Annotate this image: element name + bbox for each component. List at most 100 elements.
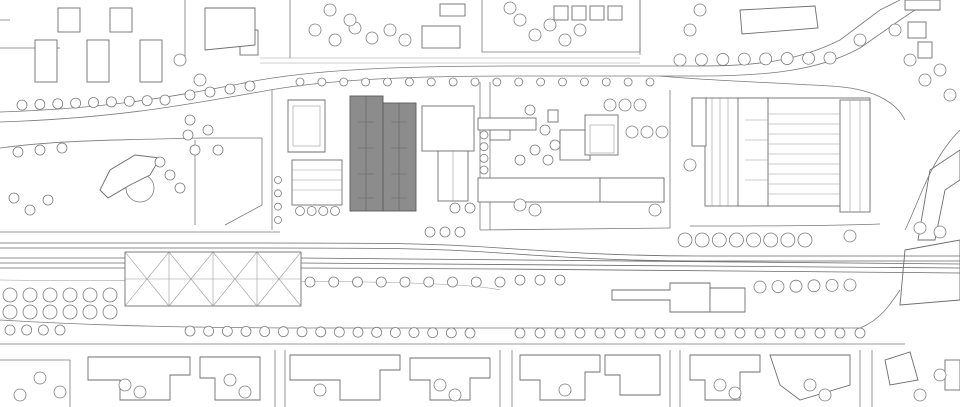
tree-icon xyxy=(42,194,54,206)
tree-icon xyxy=(558,33,572,47)
tree-icon xyxy=(503,1,517,15)
tree-icon xyxy=(479,165,489,175)
tree-icon xyxy=(654,327,666,339)
tree-icon xyxy=(448,77,458,87)
tree-icon xyxy=(33,371,47,385)
tree-icon xyxy=(37,324,49,336)
tree-icon xyxy=(375,276,387,288)
south-blocks xyxy=(0,351,960,407)
north-buildings xyxy=(34,0,941,83)
tree-icon xyxy=(543,18,557,32)
tree-icon xyxy=(389,327,401,338)
tree-icon xyxy=(843,229,857,243)
tree-icon xyxy=(238,385,252,399)
tree-icon xyxy=(371,326,383,338)
tree-icon xyxy=(753,280,767,294)
tree-icon xyxy=(173,53,187,67)
tree-icon xyxy=(274,189,282,198)
tree-icon xyxy=(16,99,28,111)
tree-icon xyxy=(803,378,817,392)
tree-icon xyxy=(834,327,846,339)
tree-icon xyxy=(918,73,932,87)
tree-icon xyxy=(224,83,236,95)
tree-icon xyxy=(133,385,147,399)
tree-icon xyxy=(601,77,611,87)
tree-icon xyxy=(633,98,647,112)
tree-icon xyxy=(313,383,327,397)
tree-icon xyxy=(105,96,117,108)
tree-icon xyxy=(694,232,710,248)
tree-icon xyxy=(789,279,803,293)
tree-icon xyxy=(2,304,18,320)
tree-icon xyxy=(673,53,687,67)
highlighted-building xyxy=(349,95,417,212)
tree-icon xyxy=(295,77,305,87)
tree-icon xyxy=(818,388,832,402)
tree-icon xyxy=(713,378,727,392)
tree-icon xyxy=(404,77,414,87)
tree-icon xyxy=(53,385,67,399)
tree-icon xyxy=(383,23,397,37)
tree-icon xyxy=(102,287,118,303)
tree-icon xyxy=(603,98,617,112)
tree-icon xyxy=(204,86,216,98)
tree-icon xyxy=(774,327,786,339)
tree-icon xyxy=(854,327,866,339)
tree-icon xyxy=(159,94,171,106)
tree-icon xyxy=(22,304,38,320)
tree-icon xyxy=(903,53,917,67)
tree-icon xyxy=(470,77,480,87)
tree-icon xyxy=(8,192,20,204)
tree-icon xyxy=(24,204,36,216)
tree-icon xyxy=(464,327,476,339)
tree-icon xyxy=(737,52,751,66)
tree-icon xyxy=(448,388,462,402)
tree-icon xyxy=(694,327,706,339)
tree-icon xyxy=(573,23,587,37)
tree-icon xyxy=(714,327,726,339)
south-station-buildings xyxy=(611,282,746,313)
tree-icon xyxy=(184,89,196,101)
tree-icon xyxy=(853,33,867,47)
tree-icon xyxy=(439,226,451,238)
tree-icon xyxy=(330,206,340,216)
tree-icon xyxy=(306,206,317,216)
tree-icon xyxy=(645,77,655,87)
tree-icon xyxy=(42,287,58,303)
tree-icon xyxy=(315,326,327,338)
tree-icon xyxy=(4,324,16,336)
tree-icon xyxy=(339,77,349,87)
tree-icon xyxy=(625,125,639,139)
tree-icon xyxy=(361,77,371,87)
tree-icon xyxy=(558,77,567,87)
tree-icon xyxy=(202,124,214,136)
tree-icon xyxy=(82,304,98,320)
tree-icon xyxy=(426,77,436,87)
tree-icon xyxy=(21,324,33,336)
east-buildings xyxy=(899,129,960,306)
tree-icon xyxy=(648,203,662,217)
tree-icon xyxy=(623,77,633,87)
tree-icon xyxy=(513,13,527,27)
tree-icon xyxy=(328,33,342,47)
tree-icon xyxy=(728,386,742,400)
tree-icon xyxy=(479,142,489,152)
station-canopy xyxy=(124,251,302,307)
tree-icon xyxy=(574,327,586,339)
tree-icon xyxy=(193,73,207,87)
tree-icon xyxy=(454,226,466,238)
tree-icon xyxy=(683,158,697,172)
tree-icon xyxy=(943,88,957,102)
right-hall xyxy=(691,97,871,213)
tree-icon xyxy=(933,63,947,77)
tree-icon xyxy=(529,144,541,156)
tree-icon xyxy=(240,325,252,337)
tree-icon xyxy=(259,326,271,337)
tree-icon xyxy=(470,276,482,288)
tree-icon xyxy=(295,206,305,216)
tree-icon xyxy=(514,327,526,339)
tree-icon xyxy=(365,31,379,45)
tree-icon xyxy=(423,276,435,288)
